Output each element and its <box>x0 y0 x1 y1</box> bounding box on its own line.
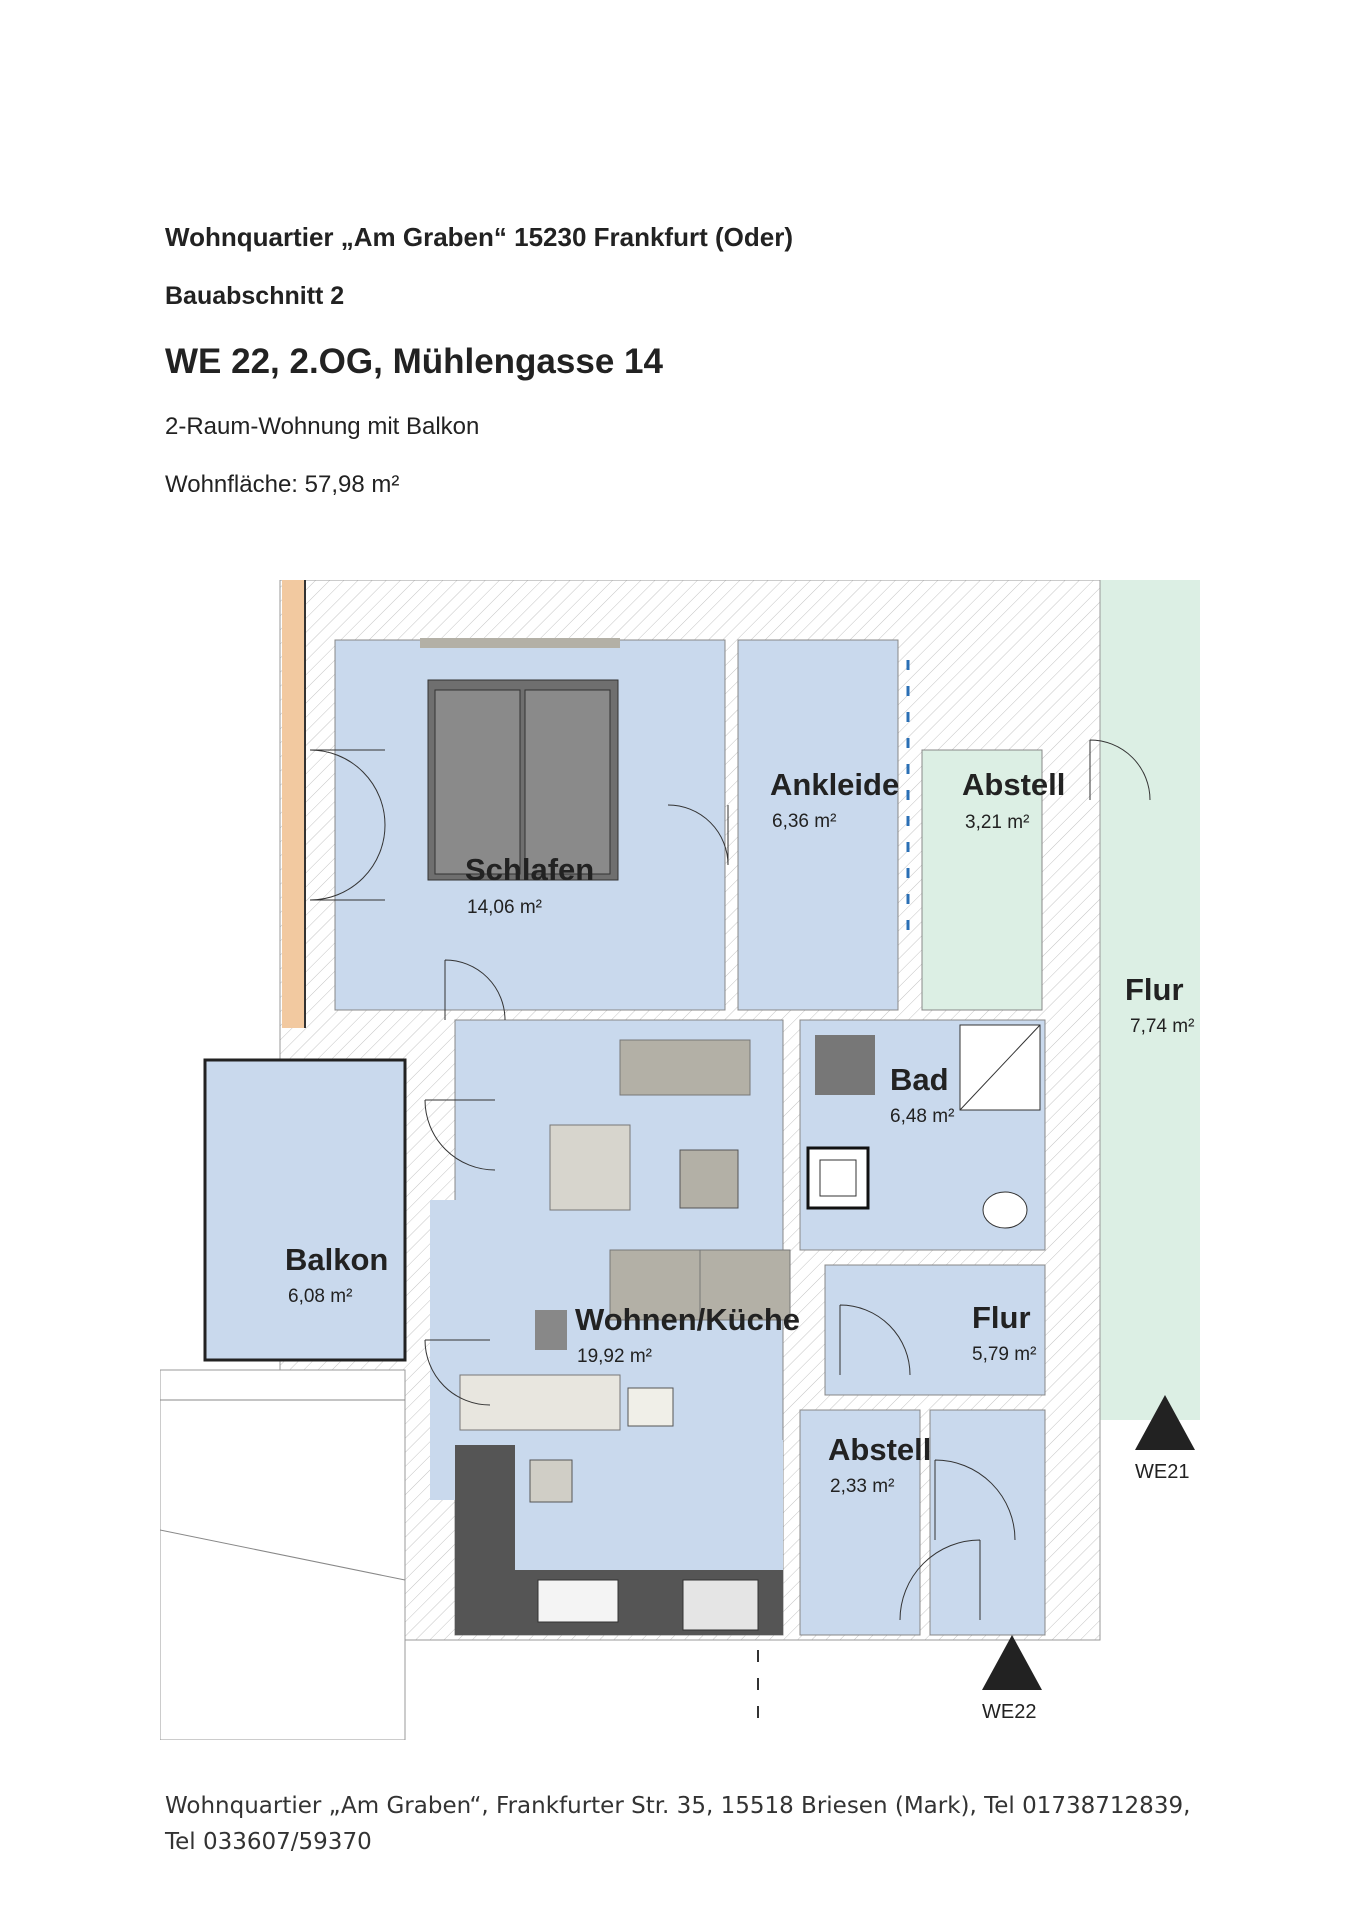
label-abstell-bottom: Abstell <box>828 1432 931 1467</box>
room-flur-center <box>824 1264 1046 1396</box>
tv-board <box>619 1039 751 1096</box>
outer-wall-accent <box>282 580 305 1028</box>
kitchen-stool <box>529 1459 573 1503</box>
kitchen-island <box>459 1374 621 1431</box>
label-flur-right: Flur <box>1125 972 1184 1007</box>
project-title: Wohnquartier „Am Graben“ 15230 Frankfurt… <box>165 222 793 252</box>
floor-plan: WE21 WE22 Schlafen 14,06 m² Ankleide 6,3… <box>160 580 1200 1740</box>
door-schlafen <box>444 959 506 1021</box>
kitchen-sink <box>537 1579 619 1623</box>
room-flur-bottom <box>929 1409 1046 1636</box>
footer: Wohnquartier „Am Graben“, Frankfurter St… <box>165 1788 1190 1860</box>
area-flur-center: 5,79 m² <box>972 1344 1036 1365</box>
label-balkon: Balkon <box>285 1242 388 1277</box>
label-abstell-top: Abstell <box>962 767 1065 802</box>
apartment-type: 2-Raum-Wohnung mit Balkon <box>165 413 480 440</box>
door-abstell <box>934 1459 1016 1541</box>
area-bad: 6,48 m² <box>890 1106 954 1127</box>
bar-stool <box>627 1387 674 1427</box>
label-bad: Bad <box>890 1062 949 1097</box>
door-flur <box>839 1304 911 1376</box>
area-ankleide: 6,36 m² <box>772 811 836 832</box>
area-flur-right: 7,74 m² <box>1130 1016 1194 1037</box>
label-flur-center: Flur <box>972 1300 1031 1335</box>
label-wohnen: Wohnen/Küche <box>575 1302 800 1337</box>
room-balkon <box>203 1058 407 1362</box>
area-abstell-bottom: 2,33 m² <box>830 1476 894 1497</box>
door-window-left <box>309 749 386 901</box>
door-ankleide <box>667 804 729 866</box>
construction-section: Bauabschnitt 2 <box>165 282 345 310</box>
wardrobe <box>420 638 620 648</box>
door-balcony-2 <box>424 1339 491 1406</box>
area-wohnen: 19,92 m² <box>577 1346 652 1367</box>
we21-marker <box>1135 1395 1195 1450</box>
room-ankleide <box>737 639 899 1011</box>
side-table <box>679 1149 739 1209</box>
door-neighbor <box>1089 739 1151 801</box>
we21-label: WE21 <box>1135 1461 1189 1483</box>
label-schlafen: Schlafen <box>465 852 594 887</box>
footer-line-1: Wohnquartier „Am Graben“, Frankfurter St… <box>165 1793 1191 1819</box>
armchair <box>549 1124 631 1211</box>
label-ankleide: Ankleide <box>770 767 899 802</box>
toilet <box>982 1191 1028 1229</box>
area-schlafen: 14,06 m² <box>467 897 542 918</box>
we22-label: WE22 <box>982 1701 1036 1723</box>
living-area: Wohnfläche: 57,98 m² <box>165 471 400 498</box>
floor-lamp <box>535 1310 567 1350</box>
door-balcony-1 <box>424 1099 496 1171</box>
footer-line-2: Tel 033607/59370 <box>165 1829 372 1855</box>
we22-marker <box>982 1635 1042 1690</box>
unit-heading: WE 22, 2.OG, Mühlengasse 14 <box>165 342 663 381</box>
area-balkon: 6,08 m² <box>288 1286 352 1307</box>
room-abstell-bottom <box>799 1409 921 1636</box>
area-abstell-top: 3,21 m² <box>965 812 1029 833</box>
door-entrance <box>899 1539 981 1621</box>
room-abstell-top <box>921 749 1043 1011</box>
oven <box>682 1579 759 1631</box>
washing-machine <box>815 1035 875 1095</box>
